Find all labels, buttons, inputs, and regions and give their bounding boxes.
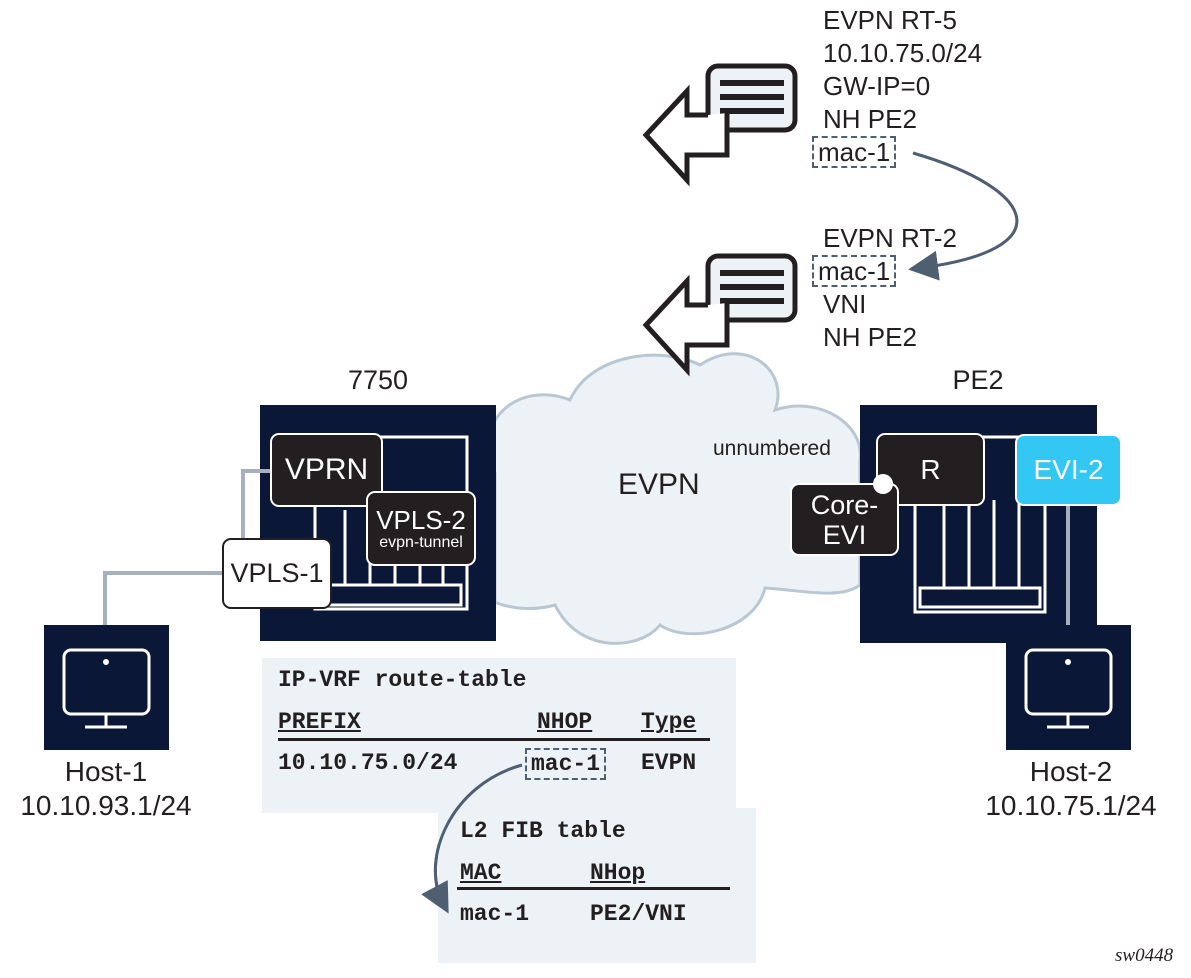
service-evi-2-label: EVI-2 [1033,454,1104,485]
host-1-name: Host-1 [64,756,148,787]
device-pe2-title: PE2 [952,365,1004,395]
rt2-mac: mac-1 [812,255,897,287]
service-vpls-2-label: VPLS-2 [376,504,466,535]
host-1-ip: 10.10.93.1/24 [20,790,192,821]
host-2-label: Host-2 10.10.75.1/24 [965,755,1177,823]
rt5-mac: mac-1 [812,136,897,168]
service-vpls-1[interactable]: VPLS-1 [222,538,332,609]
l2-fib-nhop: PE2/VNI [590,901,687,927]
rt2-line: EVPN RT-2 [823,223,957,253]
ip-vrf-header-rule [278,738,710,741]
ip-vrf-type: EVPN [641,750,697,776]
rt5-line: 10.10.75.0/24 [823,38,983,68]
cloud-label: EVPN [618,468,700,501]
ip-vrf-col-prefix: PREFIX [278,709,361,735]
service-vprn[interactable]: VPRN [270,433,383,507]
ip-vrf-nhop: mac-1 [525,748,607,780]
monitor-icon [1024,648,1113,729]
ip-vrf-col-nhop: NHOP [537,709,593,735]
l2-fib-col-mac: MAC [460,860,502,886]
service-core-evi-label-2: EVI [822,519,867,550]
ip-vrf-prefix: 10.10.75.0/24 [278,750,458,776]
rt5-line: NH PE2 [823,104,917,134]
l2-fib-header-rule [457,887,730,890]
rt5-line: GW-IP=0 [823,71,931,101]
rt2-line: VNI [823,289,867,319]
service-evi-2[interactable]: EVI-2 [1015,434,1122,506]
host-2-ip: 10.10.75.1/24 [985,790,1157,821]
link-label-unnumbered: unnumbered [713,437,831,460]
rt5-advertisement: EVPN RT-5 10.10.75.0/24 GW-IP=0 NH PE2 m… [812,4,983,169]
service-core-evi[interactable]: Core- EVI [790,483,899,556]
ip-vrf-col-type: Type [641,709,697,735]
ip-vrf-table-title: IP-VRF route-table [278,667,527,693]
l2-fib-mac: mac-1 [460,901,530,927]
service-core-evi-label-1: Core- [810,489,879,520]
table-row: 10.10.75.0/24 mac-1 EVPN [278,748,718,780]
device-pe2-linecards [913,435,1047,614]
service-r-label: R [920,453,941,485]
rt2-line: NH PE2 [823,322,917,352]
message-arrow-left-icon [642,63,798,187]
l2-fib-table-title: L2 FIB table [460,818,626,844]
service-vpls-1-label: VPLS-1 [230,558,324,588]
host-2-name: Host-2 [1029,756,1113,787]
service-vpls-2[interactable]: VPLS-2 evpn-tunnel [366,491,476,566]
host-1-label: Host-1 10.10.93.1/24 [0,755,212,823]
figure-id: sw0448 [1115,945,1174,966]
l2-fib-col-nhop: NHop [590,860,646,886]
service-vpls-2-sublabel: evpn-tunnel [379,533,463,551]
message-arrow-left-icon [642,253,798,377]
link-host1-vpls1 [103,571,224,625]
link-vpls1-vprn [241,469,272,538]
mac-link-arrow [908,151,1019,281]
device-7750-title: 7750 [347,365,409,395]
service-vprn-label: VPRN [284,453,369,486]
rt2-advertisement: EVPN RT-2 mac-1 VNI NH PE2 [812,222,957,354]
monitor-icon [62,648,151,729]
table-row: mac-1 PE2/VNI [460,901,687,927]
rt5-line: EVPN RT-5 [823,5,957,35]
core-evi-attachment-dot [873,474,893,494]
